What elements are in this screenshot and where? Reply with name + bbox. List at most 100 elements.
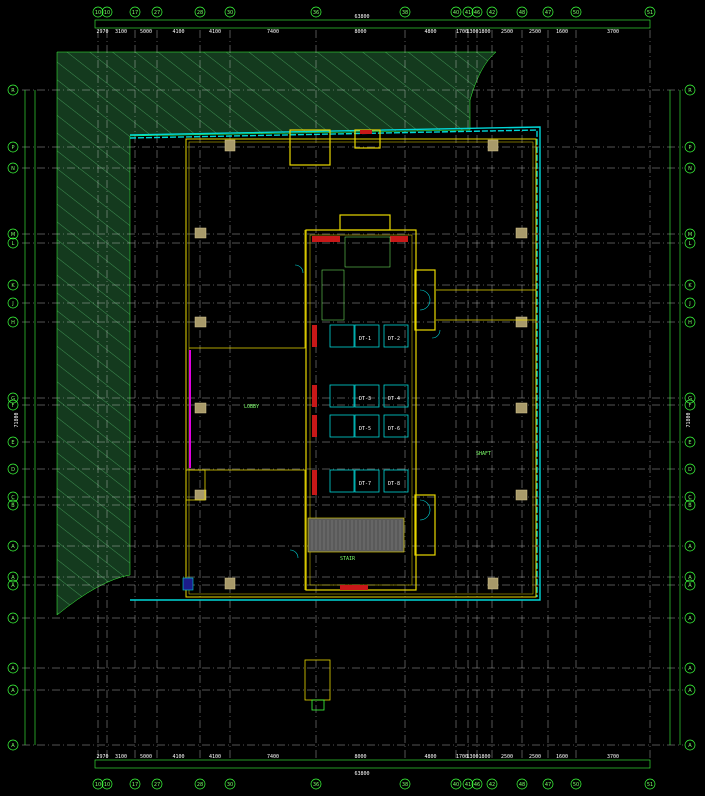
svg-text:A: A <box>11 544 15 550</box>
door-swings <box>289 264 441 559</box>
axis-bubble: 36 <box>310 6 322 18</box>
svg-text:D: D <box>688 467 692 473</box>
axis-bubble: 27 <box>151 778 163 790</box>
svg-text:A: A <box>688 666 692 672</box>
svg-text:E: E <box>11 440 14 446</box>
axis-bubble: 48 <box>516 6 528 18</box>
axis-bubble: 47 <box>542 778 554 790</box>
axis-bubble: L <box>684 237 696 249</box>
svg-text:A: A <box>11 688 15 694</box>
elevator-car <box>383 384 409 408</box>
room-label: DT-7 <box>359 481 371 487</box>
axis-bubble: P <box>7 141 19 153</box>
top-dimension-text: 2500 <box>529 29 541 35</box>
room-label: DT-3 <box>359 396 371 402</box>
svg-text:17: 17 <box>132 782 138 788</box>
axis-bubble: 51 <box>644 778 656 790</box>
bottom-dimension-text: 7400 <box>267 754 279 760</box>
detail-bottom <box>304 659 331 711</box>
axis-bubble: A <box>7 739 19 751</box>
top-dimension-text: 4800 <box>424 29 436 35</box>
axis-bubble: 28 <box>194 6 206 18</box>
axis-bubble: 36 <box>310 778 322 790</box>
top-dimension-text: 3700 <box>607 29 619 35</box>
axis-bubble: A <box>684 540 696 552</box>
axis-bubble: J <box>684 297 696 309</box>
svg-text:17: 17 <box>132 10 138 16</box>
svg-text:10: 10 <box>104 10 110 16</box>
axis-bubble: A <box>684 739 696 751</box>
note-stair: STAIR <box>340 556 356 562</box>
svg-text:51: 51 <box>647 782 653 788</box>
top-dimension-text: 1700 <box>456 29 468 35</box>
bottom-dimension-text: 3700 <box>607 754 619 760</box>
svg-text:51: 51 <box>647 10 653 16</box>
axis-bubble: 46 <box>471 778 483 790</box>
axis-bubble: P <box>684 141 696 153</box>
axis-bubble: A <box>684 662 696 674</box>
svg-text:46: 46 <box>474 782 480 788</box>
axis-bubble: 38 <box>399 6 411 18</box>
svg-text:A: A <box>688 575 692 581</box>
svg-text:N: N <box>11 166 15 172</box>
axis-bubble: N <box>7 162 19 174</box>
axis-bubble: G <box>684 392 696 404</box>
top-dimension-text: 8000 <box>354 29 366 35</box>
svg-text:41: 41 <box>465 782 471 788</box>
svg-text:30: 30 <box>227 10 233 16</box>
top-dimension-text: 1800 <box>478 29 490 35</box>
axis-bubble: 40 <box>450 778 462 790</box>
svg-text:48: 48 <box>519 782 525 788</box>
axis-bubble: K <box>684 279 696 291</box>
top-dimension-text: 7400 <box>267 29 279 35</box>
svg-text:L: L <box>689 241 692 247</box>
axis-bubble: C <box>684 491 696 503</box>
top-dimension-texts: 2970297031003100500050004100410041004100… <box>96 29 619 760</box>
svg-text:A: A <box>688 544 692 550</box>
svg-text:B: B <box>11 503 15 509</box>
axis-bubble: K <box>7 279 19 291</box>
bottom-dimension-text: 4800 <box>424 754 436 760</box>
top-dimension-text: 4100 <box>172 29 184 35</box>
elevator-car <box>329 324 355 348</box>
room-label: DT-5 <box>359 426 371 432</box>
elevator-car <box>329 384 355 408</box>
overall-dimension-right: 71800 <box>686 412 692 427</box>
bottom-dimension-text: 8000 <box>354 754 366 760</box>
svg-text:48: 48 <box>519 10 525 16</box>
elevator-car <box>354 469 380 493</box>
top-dimension-text: 1300 <box>466 29 478 35</box>
axis-bubble: 42 <box>486 778 498 790</box>
axis-bubble: 10 <box>92 778 104 790</box>
axis-bubble: 10 <box>101 6 113 18</box>
svg-text:A: A <box>688 616 692 622</box>
svg-text:P: P <box>688 145 691 151</box>
svg-text:41: 41 <box>465 10 471 16</box>
svg-text:50: 50 <box>573 10 579 16</box>
axis-bubble: A <box>7 579 19 591</box>
svg-text:42: 42 <box>489 10 495 16</box>
axis-bubble: 17 <box>129 778 141 790</box>
grid-vertical-lines <box>97 30 651 758</box>
overall-dimension-left: 71800 <box>14 412 20 427</box>
svg-text:K: K <box>11 283 15 289</box>
axis-bubble: D <box>684 463 696 475</box>
axis-bubble: 30 <box>224 6 236 18</box>
axis-bubble: A <box>684 579 696 591</box>
svg-text:36: 36 <box>313 782 319 788</box>
elevator-car <box>329 414 355 438</box>
axis-bubble: 51 <box>644 6 656 18</box>
svg-text:38: 38 <box>402 782 408 788</box>
hatched-landscape-area <box>56 51 497 616</box>
top-dimension-text: 2500 <box>501 29 513 35</box>
stair-top <box>321 236 391 321</box>
axis-bubble: A <box>684 684 696 696</box>
axis-bubble: H <box>7 316 19 328</box>
axis-bubble: M <box>7 228 19 240</box>
axis-bubble: 28 <box>194 778 206 790</box>
svg-text:H: H <box>688 320 692 326</box>
axis-bubble: A <box>7 571 19 583</box>
svg-text:H: H <box>11 320 15 326</box>
